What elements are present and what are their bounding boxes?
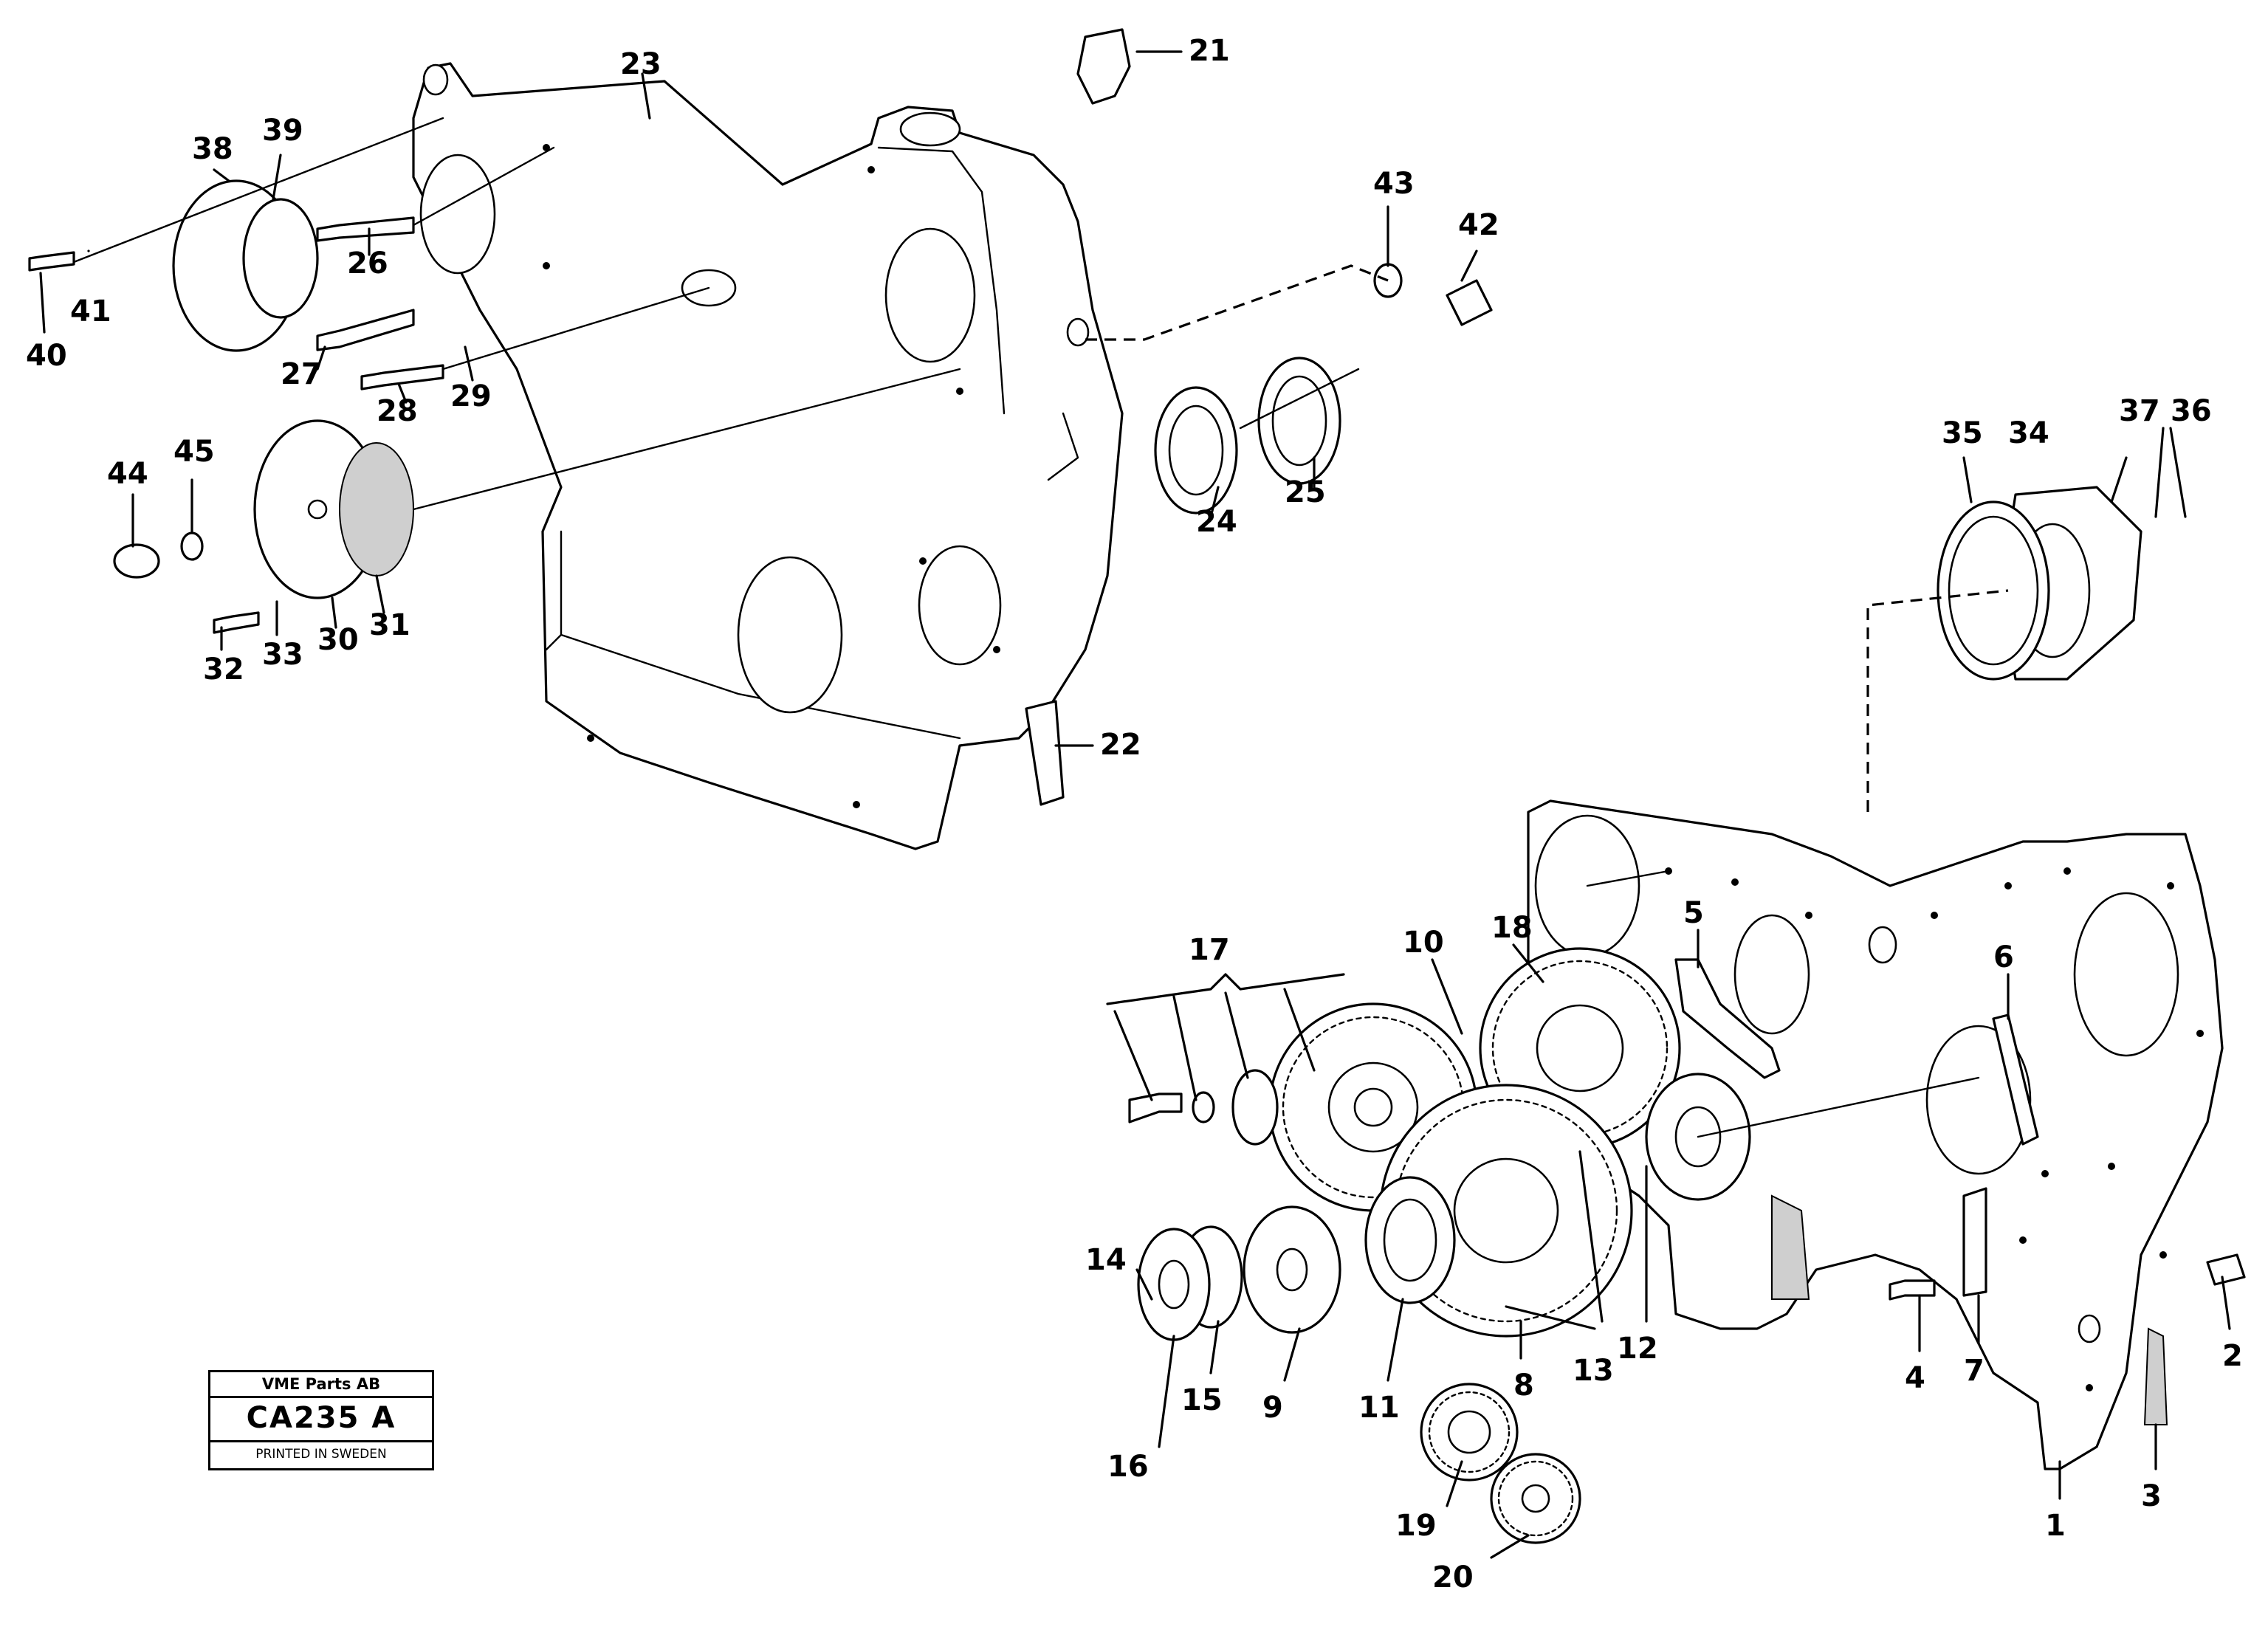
callout-10: 10 — [1403, 926, 1444, 960]
callout-19: 19 — [1395, 1509, 1437, 1543]
callout-leaders — [39, 50, 2231, 1559]
fitting-21 — [1076, 28, 1131, 105]
callout-31: 31 — [369, 608, 410, 642]
callout-14: 14 — [1085, 1243, 1127, 1277]
callout-25: 25 — [1285, 475, 1326, 509]
callout-43: 43 — [1373, 167, 1415, 201]
callout-7: 7 — [1964, 1354, 1984, 1388]
seal-25 — [1257, 357, 1341, 485]
callout-12: 12 — [1617, 1332, 1658, 1366]
hub-bushing-11 — [1364, 1176, 1456, 1304]
callout-33: 33 — [262, 638, 303, 672]
callout-23: 23 — [620, 47, 662, 81]
callout-39: 39 — [262, 114, 303, 148]
callout-20: 20 — [1432, 1560, 1474, 1594]
bracket-7 — [1962, 1187, 1987, 1297]
callout-45: 45 — [173, 435, 215, 469]
gasket-39 — [242, 198, 319, 319]
seal-24 — [1154, 386, 1238, 515]
callout-24: 24 — [1196, 505, 1237, 539]
seal-31 — [339, 442, 414, 577]
small-gear-20 — [1490, 1453, 1581, 1544]
callout-22: 22 — [1100, 728, 1141, 762]
callout-35: 35 — [1942, 416, 1983, 450]
timing-gear-cover — [412, 62, 1124, 850]
callout-32: 32 — [203, 653, 244, 686]
flange-14 — [1137, 1228, 1211, 1341]
callout-13: 13 — [1573, 1354, 1614, 1388]
bolt-26 — [316, 216, 415, 242]
washer-45 — [180, 531, 204, 561]
bolt-4 — [1889, 1279, 1936, 1301]
bolt-28 — [360, 364, 444, 390]
bolt-17 — [1128, 1092, 1183, 1123]
stamp-code: CA235 A — [210, 1396, 432, 1442]
callout-30: 30 — [317, 623, 359, 657]
bracket-5 — [1674, 958, 1781, 1079]
callout-2: 2 — [2222, 1339, 2243, 1373]
stamp-printed: PRINTED IN SWEDEN — [255, 1447, 387, 1462]
callout-21: 21 — [1189, 34, 1230, 68]
callout-15: 15 — [1181, 1383, 1223, 1417]
bracket-6 — [1992, 1014, 2039, 1146]
callout-labels: 1 2 3 4 5 6 7 8 9 10 11 12 13 14 15 16 1… — [26, 34, 2243, 1594]
callout-1: 1 — [2045, 1509, 2066, 1543]
callout-4: 4 — [1905, 1361, 1925, 1395]
callout-18: 18 — [1491, 911, 1533, 945]
callout-40: 40 — [26, 339, 67, 373]
callout-8: 8 — [1513, 1369, 1534, 1403]
bolt-27 — [316, 309, 415, 351]
callout-36: 36 — [2171, 394, 2212, 428]
callout-27: 27 — [281, 357, 322, 391]
callout-44: 44 — [107, 457, 148, 491]
o-ring-35 — [1937, 500, 2050, 681]
callout-11: 11 — [1358, 1391, 1400, 1425]
bolt-40 — [28, 251, 75, 272]
callout-41: 41 — [70, 295, 111, 328]
callout-17: 17 — [1189, 933, 1230, 967]
timing-plate — [1527, 799, 2224, 1470]
callout-5: 5 — [1683, 896, 1704, 930]
plug-44 — [113, 543, 160, 579]
callout-28: 28 — [377, 394, 418, 428]
small-gear-19 — [1420, 1383, 1519, 1482]
hub-9 — [1243, 1205, 1341, 1334]
callout-3: 3 — [2141, 1479, 2162, 1513]
callout-6: 6 — [1993, 940, 2014, 974]
callout-42: 42 — [1458, 208, 1499, 242]
callout-34: 34 — [2008, 416, 2049, 450]
pin-2 — [2206, 1253, 2246, 1286]
callout-26: 26 — [347, 247, 388, 281]
plug-42 — [1446, 279, 1493, 326]
callout-37: 37 — [2119, 394, 2160, 428]
callout-9: 9 — [1262, 1391, 1283, 1425]
callout-38: 38 — [192, 132, 233, 166]
callout-29: 29 — [450, 379, 492, 413]
callout-16: 16 — [1107, 1450, 1149, 1484]
bolt-32 — [213, 611, 260, 634]
stamp-company: VME Parts AB — [210, 1372, 432, 1398]
title-stamp: VME Parts AB CA235 A PRINTED IN SWEDEN — [208, 1370, 434, 1470]
washer-17 — [1192, 1069, 1279, 1146]
